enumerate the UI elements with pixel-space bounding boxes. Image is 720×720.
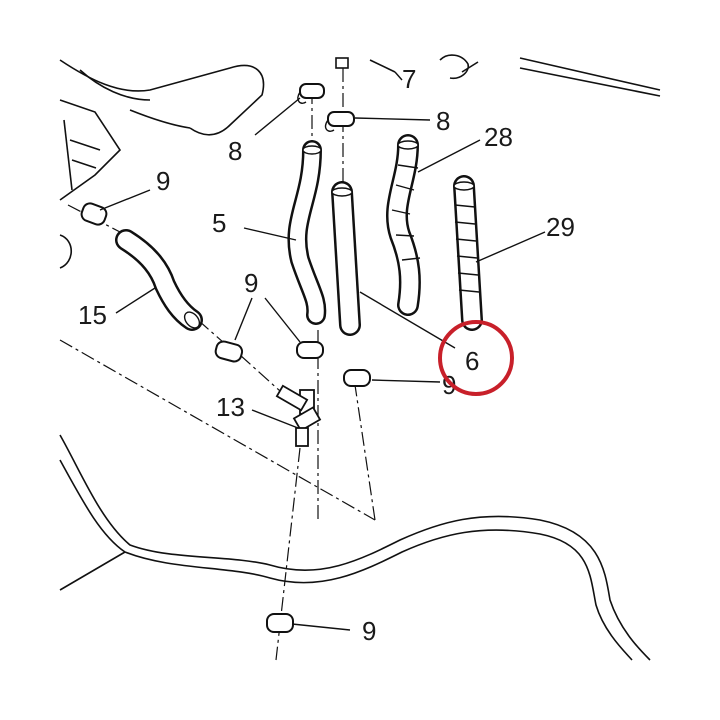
hose-6 (331, 181, 361, 336)
centerlines (59, 68, 376, 661)
clamp-8-mid (324, 111, 355, 132)
clamp-9-hose5 (296, 341, 324, 359)
callout-9-center: 9 (244, 268, 258, 298)
hose-29 (453, 175, 483, 331)
callout-15: 15 (78, 300, 107, 330)
main-hose-outline (59, 434, 651, 661)
leader-lines (99, 71, 546, 631)
callout-7: 7 (402, 64, 416, 94)
hose-28 (386, 134, 421, 316)
clamp-9-bottom (266, 613, 294, 633)
callout-9-top-left: 9 (156, 166, 170, 196)
clamp-9-left (80, 202, 108, 226)
callout-9-bottom: 9 (362, 616, 376, 646)
callout-5: 5 (212, 208, 226, 238)
callout-28: 28 (484, 122, 513, 152)
highlight-circle (438, 320, 514, 396)
tee-connector-13 (275, 384, 322, 447)
callout-6: 6 (465, 346, 479, 376)
clamp-9-hose6 (343, 369, 371, 387)
screw-7 (335, 57, 349, 69)
engine-body-outline (59, 54, 661, 269)
callout-8-right: 8 (436, 106, 450, 136)
callout-13: 13 (216, 392, 245, 422)
callout-29: 29 (546, 212, 575, 242)
hose-15 (115, 229, 203, 331)
hose-5 (287, 140, 327, 325)
clamp-8-top (297, 83, 325, 104)
callout-8-left: 8 (228, 136, 242, 166)
clamp-9-hose15 (214, 340, 244, 363)
